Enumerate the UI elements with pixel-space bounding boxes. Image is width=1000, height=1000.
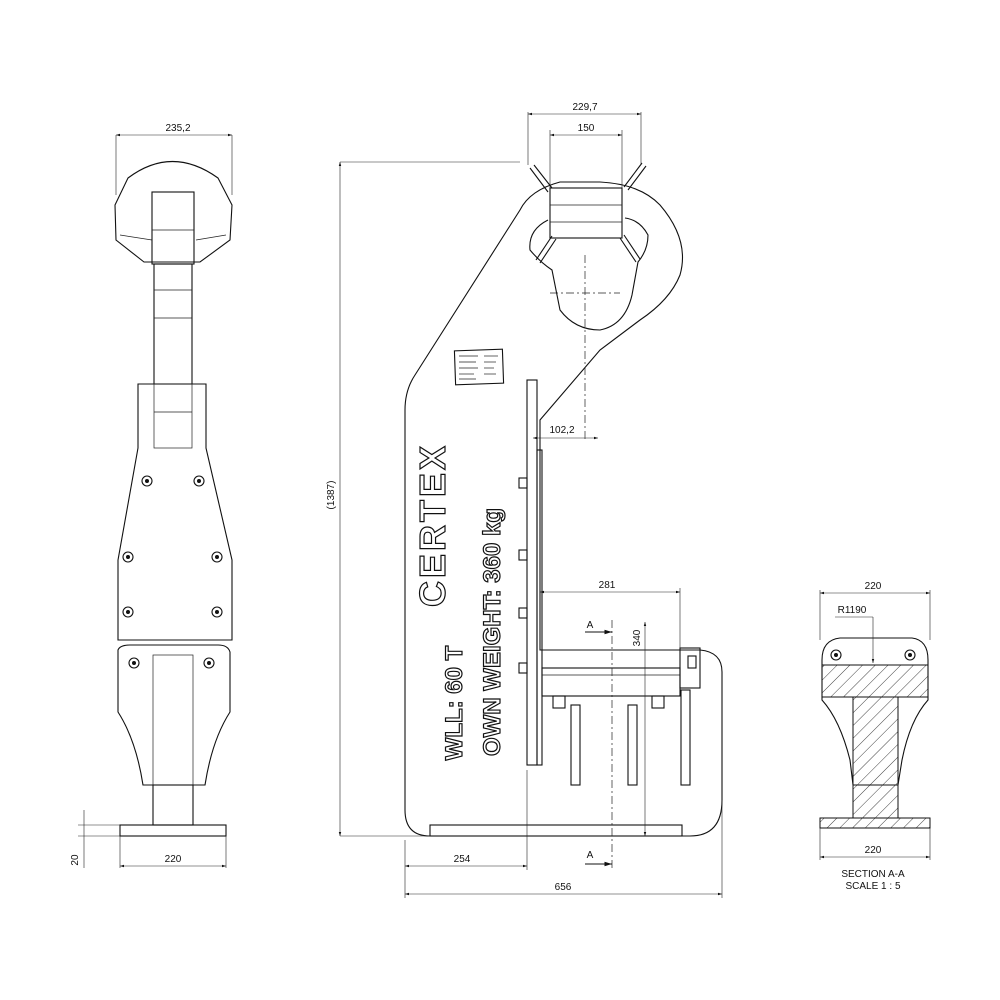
section-view bbox=[819, 590, 931, 860]
dim-section-base-width: 220 bbox=[865, 845, 882, 856]
side-bolts bbox=[122, 475, 223, 618]
weight-marking: OWN WEIGHT: 360 kg bbox=[479, 508, 506, 756]
wll-marking: WLL: 60 T bbox=[441, 645, 468, 760]
dim-front-platform: 281 bbox=[599, 580, 616, 591]
dim-front-height: (1387) bbox=[326, 481, 337, 510]
dim-section-top-width: 220 bbox=[865, 581, 882, 592]
front-bolts bbox=[518, 477, 528, 674]
dim-front-platform-height: 340 bbox=[632, 629, 643, 646]
dim-side-base-height: 20 bbox=[70, 854, 81, 866]
side-view bbox=[78, 133, 233, 868]
brand-marking: CERTEX bbox=[412, 443, 453, 607]
dim-front-top-inner: 150 bbox=[578, 123, 595, 134]
dim-side-base-width: 220 bbox=[165, 854, 182, 865]
dim-front-total-width: 656 bbox=[555, 882, 572, 893]
front-view bbox=[338, 112, 723, 898]
section-title: SECTION A-A bbox=[841, 869, 905, 880]
section-scale: SCALE 1 : 5 bbox=[845, 881, 900, 892]
section-marker-top: A bbox=[587, 620, 594, 631]
dim-front-bottom-left: 254 bbox=[454, 854, 471, 865]
dim-section-radius: R1190 bbox=[838, 605, 867, 616]
dim-side-top-width: 235,2 bbox=[165, 123, 190, 134]
section-marker-bottom: A bbox=[587, 850, 594, 861]
dim-front-offset: 102,2 bbox=[549, 425, 574, 436]
dim-front-top-outer: 229,7 bbox=[572, 102, 597, 113]
